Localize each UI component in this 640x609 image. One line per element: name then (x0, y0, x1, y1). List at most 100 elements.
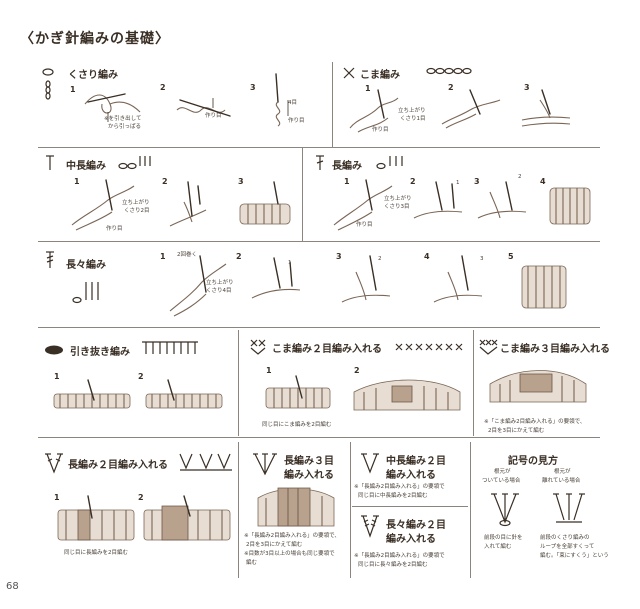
chain-symbol-icon (42, 68, 54, 100)
double-symbol-icon (316, 155, 324, 170)
chain-note: 作り目 (205, 113, 222, 119)
double-mark: 2 (518, 174, 522, 180)
treble-step5-illustration (521, 265, 567, 309)
sc3inc-title: こま編み３目編み入れる (500, 344, 610, 355)
divider (38, 437, 600, 438)
symbols-joined-note: 入れて編む (484, 544, 512, 550)
dc2inc-symbol-icon (45, 453, 63, 474)
symbols-joined-note: 前段の目に針を (484, 535, 523, 541)
step-number: 2 (236, 252, 242, 261)
step-number: 4 (424, 252, 430, 261)
sc2inc-step1-illustration (265, 375, 331, 409)
treble-step1-illustration (169, 255, 227, 317)
double-title: 長編み (332, 161, 362, 172)
dc2inc-step1-illustration (57, 495, 135, 541)
step-number: 3 (250, 83, 256, 92)
treble-title: 長々編み (66, 260, 106, 271)
double-chart-icon (376, 156, 403, 170)
divider (38, 241, 600, 242)
divider (238, 330, 239, 436)
double-note: くさり3目 (384, 204, 410, 210)
tr2inc-title: 長々編み２目 (386, 520, 446, 531)
chain-step1-illustration (84, 93, 141, 122)
divider (38, 327, 600, 328)
single-crochet-symbol-icon (343, 67, 355, 79)
dc3inc-note: ※目数が3目以上の場合も同じ要領で (244, 551, 335, 557)
treble-mark: 2 (378, 256, 382, 262)
slip-step2-illustration (145, 379, 223, 409)
symbols-separate-note: 編む。「束にすくう」という (540, 553, 609, 559)
sc2inc-title: こま編み２目編み入れる (272, 344, 382, 355)
half-double-note: 作り目 (106, 226, 123, 232)
symbols-separate-note: 前段のくさり編みの (540, 535, 590, 541)
tr2inc-note: ※「長編み2目編み入れる」の要領で (354, 553, 445, 559)
step-number: 2 (138, 372, 144, 381)
treble-mark: 3 (480, 256, 484, 262)
step-number: 2 (138, 493, 144, 502)
step-number: 2 (448, 83, 454, 92)
sc2inc-symbol-icon (250, 339, 266, 355)
divider (302, 148, 303, 241)
divider (38, 147, 600, 148)
step-number: 1 (160, 252, 166, 261)
treble-note: 立ち上がり (206, 280, 234, 286)
slip-step1-illustration (53, 379, 131, 409)
step-number: 1 (54, 372, 60, 381)
dc3inc-illustration (257, 487, 335, 527)
step-number: 5 (508, 252, 514, 261)
treble-step3-illustration (341, 255, 391, 303)
treble-step2-illustration (251, 257, 301, 299)
half-double-symbol-icon (46, 155, 54, 170)
divider (350, 442, 351, 578)
dc3inc-title: 編み入れる (284, 470, 334, 481)
single-title: こま編み (360, 70, 400, 81)
slip-title: 引き抜き編み (70, 347, 130, 358)
step-number: 1 (74, 177, 80, 186)
dc2inc-step2-illustration (143, 495, 231, 541)
half-double-note: くさり2目 (124, 208, 150, 214)
single-step3-illustration (521, 89, 571, 127)
half-double-step1-illustration (71, 179, 135, 231)
sc3inc-note: 2目を3目にかえて編む (488, 428, 545, 434)
tr2inc-symbol-icon (361, 515, 379, 538)
single-note: くさり1目 (400, 116, 426, 122)
dc3inc-note: 2目を3目にかえて編む (246, 542, 303, 548)
double-step4-illustration (549, 187, 591, 225)
dc2inc-caption: 同じ目に長編みを2目編む (64, 550, 129, 556)
step-number: 3 (238, 177, 244, 186)
symbols-separate-note: ループを全部すくって (540, 544, 595, 550)
double-step2-illustration (413, 181, 463, 219)
joined-base-symbol-icon (491, 493, 519, 527)
symbols-title: 記号の見方 (508, 456, 558, 467)
hdc2inc-note: ※「長編み2目編み入れる」の要領で (354, 484, 445, 490)
single-note: 立ち上がり (398, 108, 426, 114)
hdc2inc-title: 中長編み２目 (386, 456, 446, 467)
chain-row-icon (426, 67, 472, 75)
treble-step4-illustration (433, 255, 483, 303)
sc3inc-symbol-icon (479, 339, 498, 355)
hdc2inc-note: 同じ目に中長編みを2目編む (358, 493, 428, 499)
divider (332, 62, 333, 148)
sc2inc-chart-icon (395, 343, 463, 351)
page-number: 68 (6, 581, 19, 592)
step-number: 1 (344, 177, 350, 186)
dc3inc-note: ※「長編み2目編み入れる」の要領で、 (244, 533, 340, 539)
chain-step3-illustration (275, 73, 289, 127)
slip-stitch-symbol-icon (45, 345, 63, 355)
chain-title: くさり編み (68, 70, 118, 81)
double-step1-illustration (333, 179, 393, 231)
chain-note: から引っぱる (108, 124, 142, 130)
double-note: 作り目 (356, 222, 373, 228)
half-double-note: 立ち上がり (122, 200, 150, 206)
symbols-separate-label: 離れている場合 (542, 478, 581, 484)
treble-chart-icon (72, 282, 99, 304)
symbols-separate-label: 根元が (554, 469, 571, 475)
divider (470, 442, 471, 578)
single-step2-illustration (441, 89, 501, 129)
sc2inc-step2-illustration (353, 379, 461, 411)
slip-chart-icon (142, 341, 198, 354)
step-number: 3 (474, 177, 480, 186)
chain-note: 4目 (288, 100, 297, 106)
divider (352, 506, 468, 507)
step-number: 1 (70, 85, 76, 94)
